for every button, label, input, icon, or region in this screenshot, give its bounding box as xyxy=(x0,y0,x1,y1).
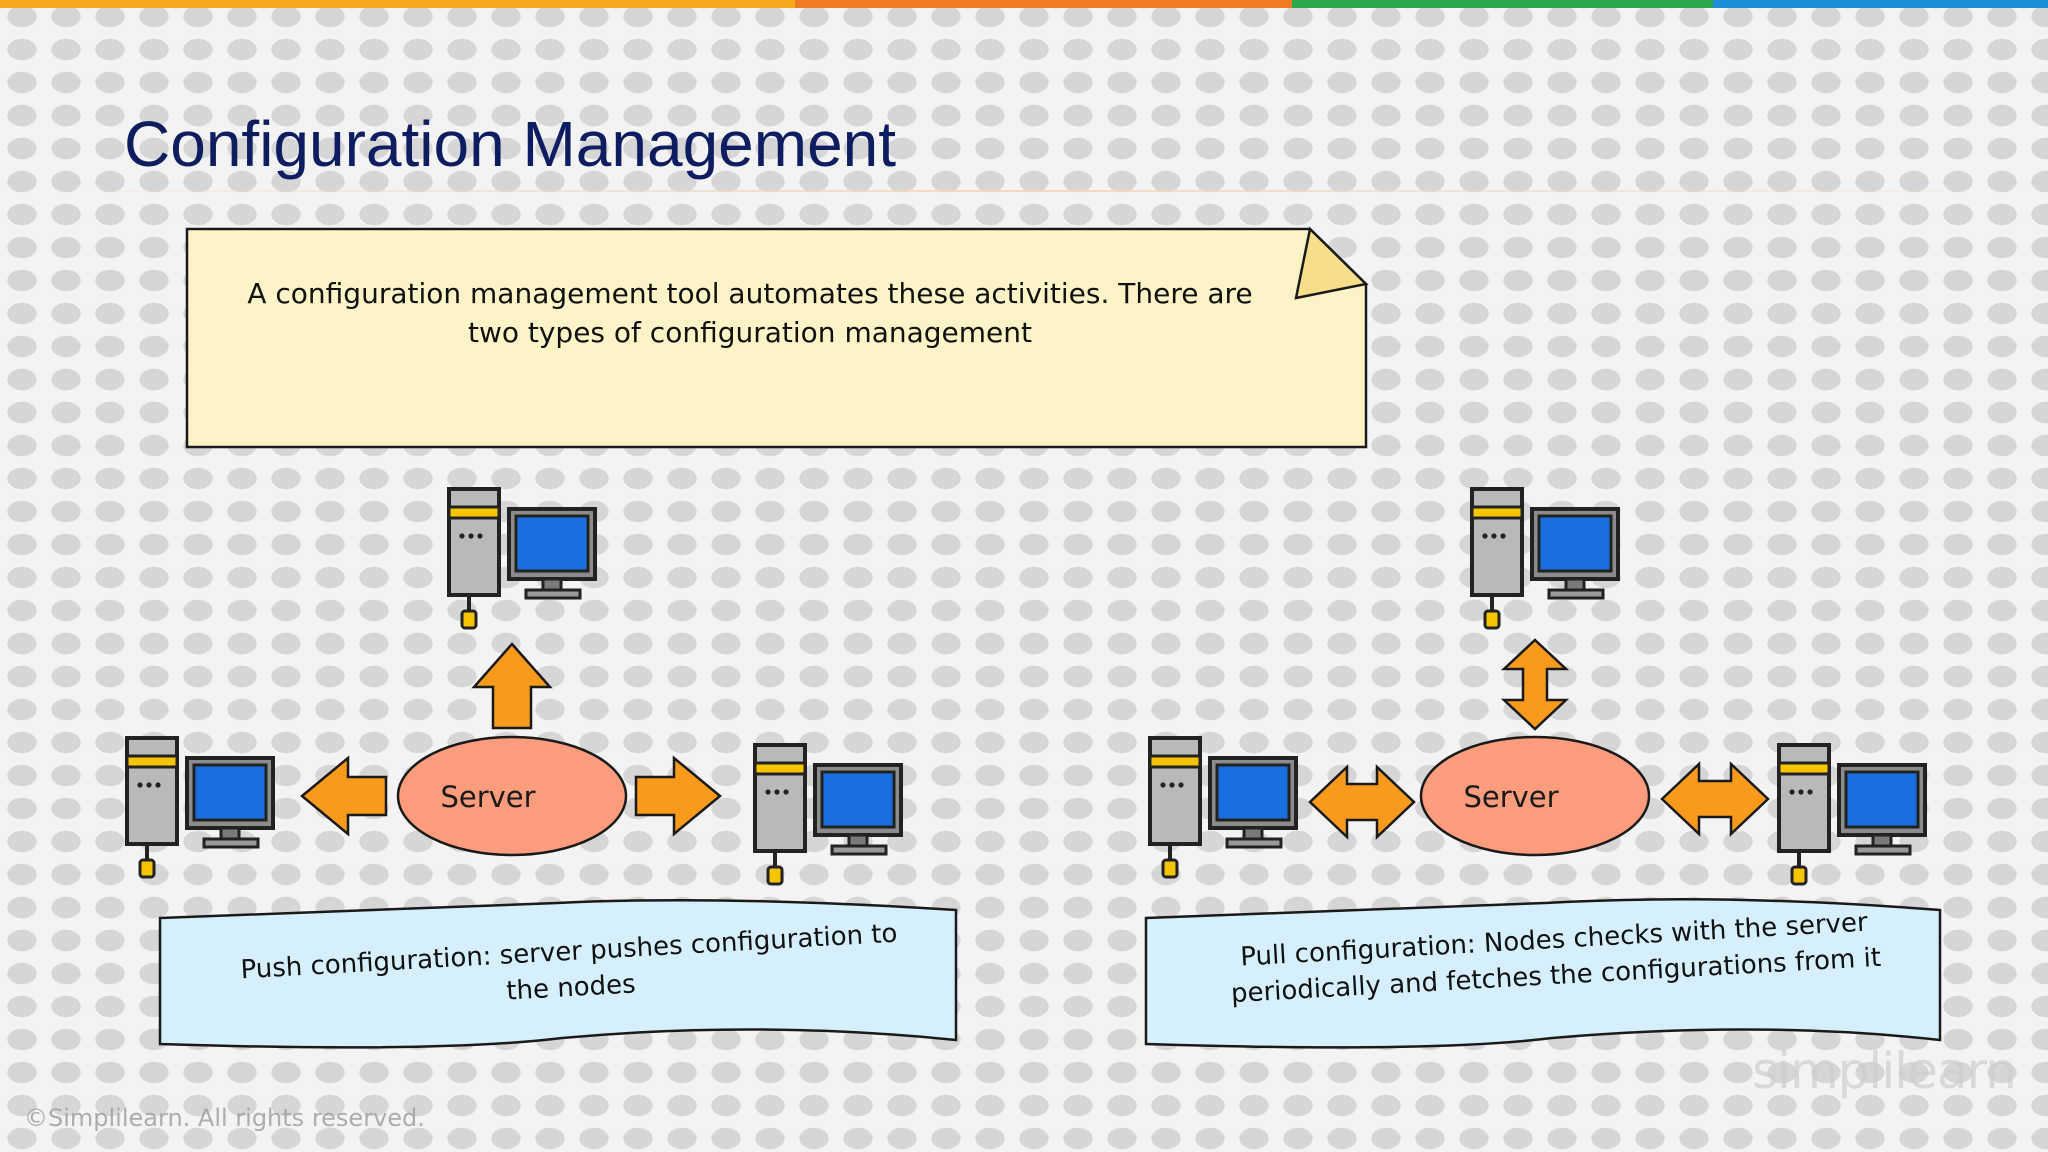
push-node-right-computer-icon xyxy=(753,743,903,886)
pull-node-left-computer-icon xyxy=(1148,736,1298,879)
pull-arrow-vertical-icon xyxy=(1500,638,1570,731)
pull-server-label: Server xyxy=(1463,780,1559,814)
top-bar-segment-yellow xyxy=(0,0,795,8)
push-server-node xyxy=(396,735,628,857)
push-node-top-computer-icon xyxy=(447,487,597,630)
push-arrow-up-icon xyxy=(471,642,553,730)
top-color-bar xyxy=(0,0,2048,8)
note-box xyxy=(185,226,1369,449)
push-caption-banner xyxy=(158,898,958,1049)
title-divider xyxy=(104,190,1944,192)
top-bar-segment-green xyxy=(1292,0,1713,8)
pull-arrow-left-bidirectional-icon xyxy=(1308,764,1416,840)
brand-watermark: simplilearn xyxy=(1752,1042,2017,1100)
copyright-text: ©Simplilearn. All rights reserved. xyxy=(24,1104,425,1132)
pull-server-node xyxy=(1419,735,1651,857)
note-text: A configuration management tool automate… xyxy=(247,277,1253,349)
page-title: Configuration Management xyxy=(124,108,897,180)
pull-caption-banner xyxy=(1144,898,1942,1049)
push-node-left-computer-icon xyxy=(125,736,275,879)
top-bar-segment-blue xyxy=(1713,0,2048,8)
top-bar-segment-orange xyxy=(795,0,1292,8)
push-arrow-right-icon xyxy=(634,755,722,837)
push-arrow-left-icon xyxy=(300,755,388,837)
pull-node-right-computer-icon xyxy=(1777,743,1927,886)
push-server-label: Server xyxy=(440,780,536,814)
pull-arrow-right-bidirectional-icon xyxy=(1660,761,1770,837)
pull-node-top-computer-icon xyxy=(1470,487,1620,630)
